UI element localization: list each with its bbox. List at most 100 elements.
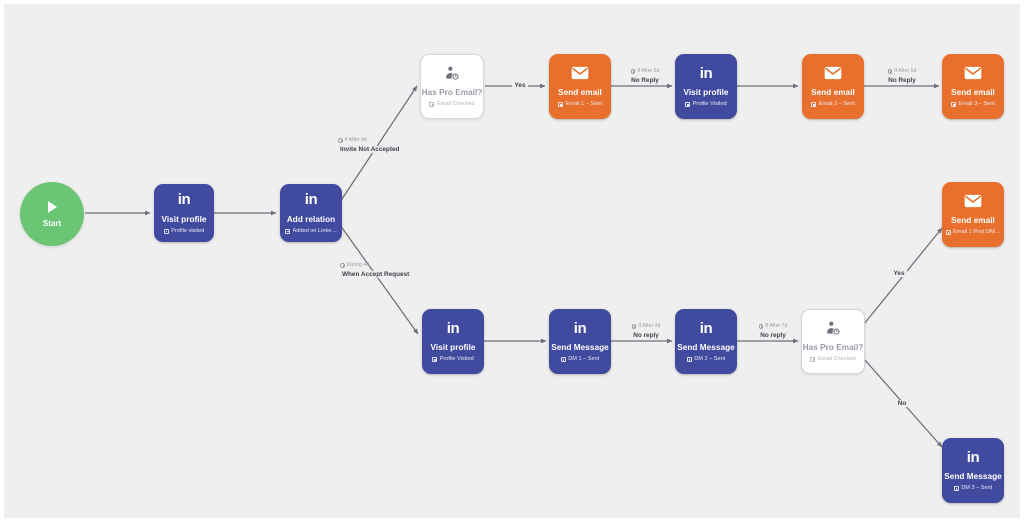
delay-badge: During 4d — [340, 262, 369, 268]
node-add-relation[interactable]: in Add relation Added on Linke… — [280, 184, 342, 242]
node-send-email-2[interactable]: Send email Email 2 – Sent — [802, 54, 864, 119]
node-title: Send email — [951, 216, 995, 226]
node-title: Visit profile — [430, 343, 476, 353]
node-title: Send Message — [551, 343, 609, 353]
node-title: Has Pro Email? — [802, 343, 864, 353]
clock-icon — [338, 138, 343, 143]
node-title: Send email — [811, 88, 855, 98]
clock-icon — [631, 324, 637, 329]
clock-icon — [630, 69, 636, 74]
node-has-pro-email-bottom[interactable]: Has Pro Email? Email Checked — [801, 309, 865, 374]
node-subtitle: DM 1 – Sent — [560, 356, 599, 362]
node-send-message-3[interactable]: in Send Message DM 3 – Sent — [942, 438, 1004, 503]
edge-connectors — [85, 83, 943, 448]
edge-label-yes-top: Yes — [508, 82, 532, 90]
checklist-icon — [945, 230, 951, 235]
envelope-icon — [824, 63, 842, 83]
edge-label-invite-not-accepted: If After 4d Invite Not Accepted — [338, 137, 486, 154]
edge-condition-label: No reply — [631, 331, 661, 340]
checklist-icon — [685, 102, 691, 107]
node-subtitle: Profile visited — [163, 228, 204, 234]
linkedin-in-icon: in — [699, 319, 713, 337]
node-subtitle: Email Checked — [429, 101, 475, 107]
edge-label-no-bottom: No — [892, 400, 912, 408]
checklist-icon — [163, 228, 169, 234]
node-send-message-2[interactable]: in Send Message DM 2 – Sent — [675, 309, 737, 374]
edge-condition-label: No Reply — [629, 76, 661, 85]
node-visit-profile-1[interactable]: in Visit profile Profile visited — [154, 184, 214, 242]
clock-icon — [758, 324, 764, 329]
node-subtitle: Email 3 – Sent — [951, 101, 995, 107]
checklist-icon — [686, 357, 692, 362]
node-title: Send Message — [944, 472, 1002, 482]
edge-condition-label: Invite Not Accepted — [338, 145, 402, 154]
checklist-icon — [810, 357, 816, 362]
checklist-icon — [951, 102, 957, 107]
edge-label-when-accept-request: During 4d When Accept Request — [340, 262, 500, 279]
edge-condition-label: No reply — [758, 331, 788, 340]
node-send-email-post-dm[interactable]: Send email Email 1 Post DM… — [942, 182, 1004, 247]
node-title: Send Message — [677, 343, 735, 353]
linkedin-in-icon: in — [966, 448, 980, 466]
workflow-canvas[interactable]: Start in Visit profile Profile visited i… — [4, 4, 1020, 518]
envelope-icon — [964, 63, 982, 83]
edge-label-no-reply-email-1: If After 5d No Reply — [616, 68, 674, 85]
delay-badge: If After 5d — [630, 68, 659, 74]
checklist-icon — [285, 228, 290, 234]
node-subtitle: Added on Linke… — [285, 228, 337, 234]
edge-condition-label: Yes — [512, 82, 528, 90]
node-send-email-3[interactable]: Send email Email 3 – Sent — [942, 54, 1004, 119]
envelope-icon — [571, 63, 589, 83]
node-subtitle: DM 3 – Sent — [953, 485, 992, 491]
node-title: Visit profile — [683, 88, 729, 98]
node-has-pro-email-top[interactable]: Has Pro Email? Email Checked — [420, 54, 484, 119]
node-visit-profile-3[interactable]: in Visit profile Profile Visited — [422, 309, 484, 374]
checklist-icon — [558, 102, 564, 107]
edge-condition-label: No Reply — [886, 76, 918, 85]
node-subtitle: Email 1 Post DM… — [945, 229, 1000, 235]
linkedin-in-icon: in — [699, 64, 713, 82]
delay-badge: If After 2d — [631, 323, 660, 329]
linkedin-in-icon: in — [573, 319, 587, 337]
play-icon — [47, 200, 57, 213]
delay-badge: If After 5d — [887, 68, 916, 74]
checklist-icon — [953, 486, 959, 491]
node-title: Send email — [951, 88, 995, 98]
edge-condition-label: When Accept Request — [340, 270, 412, 279]
checklist-icon — [560, 357, 566, 362]
checklist-icon — [429, 102, 435, 107]
node-subtitle: Email 1 – Sent — [558, 101, 602, 107]
linkedin-in-icon: in — [446, 319, 460, 337]
start-node-label: Start — [42, 218, 62, 228]
person-clock-icon — [444, 63, 460, 83]
person-clock-icon — [825, 318, 841, 338]
node-title: Visit profile — [161, 214, 207, 224]
node-visit-profile-2[interactable]: in Visit profile Profile Visited — [675, 54, 737, 119]
delay-badge: If After 4d — [338, 137, 367, 143]
node-send-email-1[interactable]: Send email Email 1 – Sent — [549, 54, 611, 119]
edge-condition-label: Yes — [891, 270, 907, 278]
checklist-icon — [432, 357, 438, 362]
edge-label-no-reply-dm-1: If After 2d No reply — [617, 323, 675, 340]
node-title: Send email — [558, 88, 602, 98]
envelope-icon — [964, 191, 982, 211]
linkedin-in-icon: in — [177, 191, 191, 209]
node-send-message-1[interactable]: in Send Message DM 1 – Sent — [549, 309, 611, 374]
clock-icon — [340, 263, 345, 268]
node-subtitle: Email Checked — [810, 356, 856, 362]
node-subtitle: Email 2 – Sent — [811, 101, 855, 107]
node-subtitle: DM 2 – Sent — [686, 356, 725, 362]
edge-label-no-reply-email-2: If After 5d No Reply — [873, 68, 931, 85]
node-title: Add relation — [286, 214, 336, 224]
node-subtitle: Profile Visited — [432, 356, 474, 362]
edge-label-no-reply-dm-2: If After 7d No reply — [744, 323, 802, 340]
node-title: Has Pro Email? — [421, 88, 483, 98]
node-subtitle: Profile Visited — [685, 101, 727, 107]
edge-label-yes-bottom: Yes — [888, 270, 910, 278]
delay-badge: If After 7d — [758, 323, 787, 329]
edge-condition-label: No — [895, 400, 909, 408]
clock-icon — [887, 69, 893, 74]
start-node[interactable]: Start — [20, 182, 84, 246]
linkedin-in-icon: in — [304, 191, 318, 209]
checklist-icon — [811, 102, 817, 107]
